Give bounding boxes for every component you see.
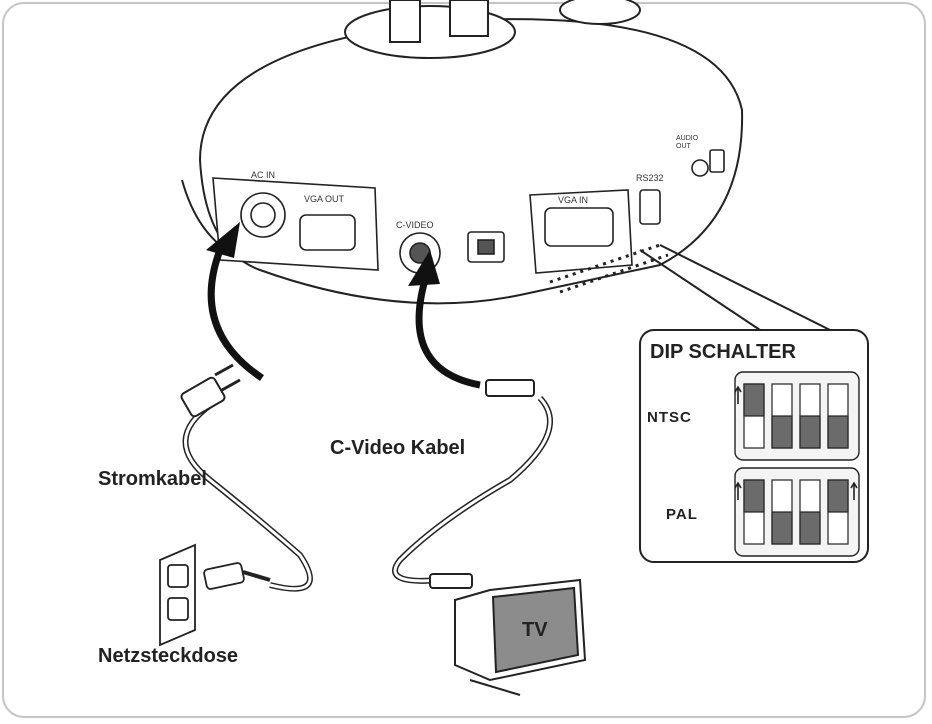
arrow-to-c-video (408, 250, 481, 389)
pal-label: PAL (666, 506, 698, 523)
wall-outlet (159, 543, 271, 647)
wall-outlet-label: Netzsteckdose (98, 645, 239, 667)
port-label-rs232: RS232 (636, 173, 664, 183)
port-label-ac-in: AC IN (251, 170, 276, 180)
dip-switch-down (827, 415, 849, 449)
c-video-cable (392, 379, 553, 589)
dip-switch-up (743, 479, 765, 513)
port-label-c-video: C-VIDEO (396, 220, 434, 230)
dip-switch-down (771, 511, 793, 545)
power-cable-label: Stromkabel (98, 468, 207, 490)
dip-callout (639, 244, 831, 331)
port-label-audio-out: AUDIO OUT (676, 135, 699, 150)
dip-switch-down (771, 415, 793, 449)
port-label-vga-in: VGA IN (558, 195, 589, 205)
up-arrow-icon (850, 481, 858, 500)
up-arrow-icon (734, 385, 742, 404)
dip-switch-title: DIP SCHALTER (650, 341, 796, 363)
pal-switch-group (734, 479, 858, 545)
port-label-vga-out: VGA OUT (304, 194, 345, 204)
tv-icon (454, 578, 587, 696)
dip-switch-up (827, 479, 849, 513)
up-arrow-icon (734, 481, 742, 500)
power-cable (180, 363, 313, 592)
arrow-to-ac-in (206, 222, 264, 381)
dip-switch-down (799, 415, 821, 449)
tv-label: TV (522, 619, 548, 641)
rear-port-panel (212, 149, 725, 294)
ntsc-switch-group (734, 383, 849, 449)
dip-switch-down (799, 511, 821, 545)
dip-switch-panel (639, 329, 869, 563)
c-video-cable-label: C-Video Kabel (330, 437, 466, 459)
dip-switch-up (743, 383, 765, 417)
ntsc-label: NTSC (647, 409, 692, 426)
